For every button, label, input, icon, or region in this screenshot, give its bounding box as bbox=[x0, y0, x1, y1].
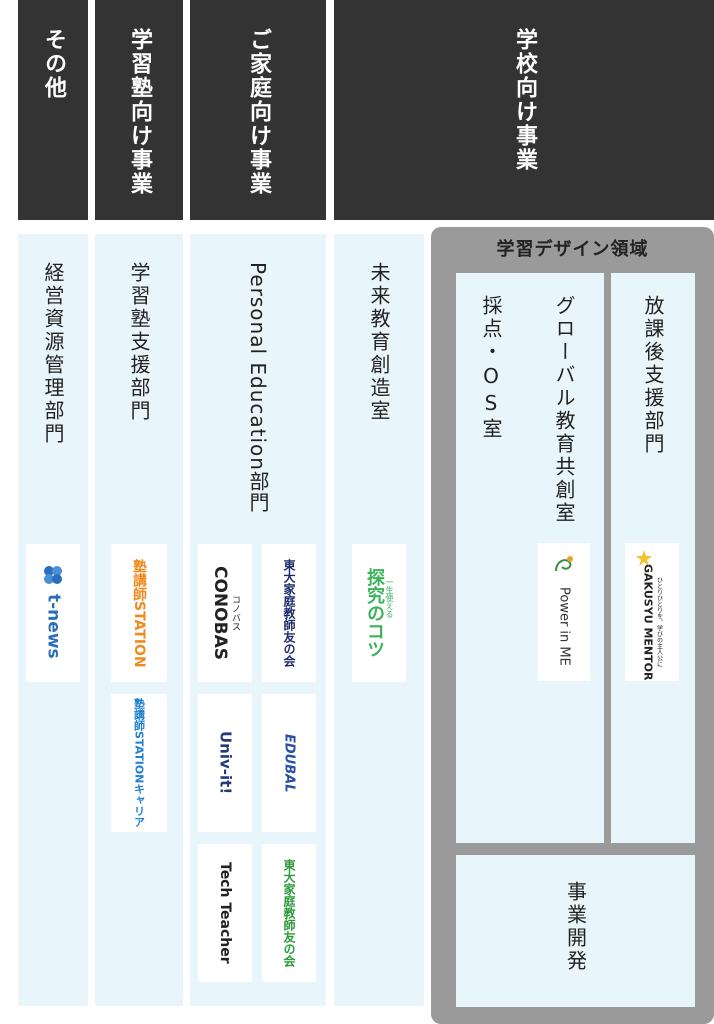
gakusyu-mentor-star-icon bbox=[636, 550, 652, 566]
header-school: 学校向け事業 bbox=[334, 0, 714, 220]
header-cram-label: 学習塾向け事業 bbox=[127, 28, 152, 196]
header-school-label: 学校向け事業 bbox=[512, 28, 537, 172]
logo-juku-station-career: 塾講師STATIONキャリア bbox=[111, 694, 167, 832]
tnews-clover-icon bbox=[44, 566, 62, 584]
tankyu-small-text: 一生使える bbox=[385, 578, 394, 618]
dept-business-dev-label: 事業開発 bbox=[563, 881, 588, 973]
dept-scoring-os-label: 採点・OS室 bbox=[479, 295, 503, 441]
dept-global-education-label: グローバル教育共創室 bbox=[552, 295, 576, 525]
dept-cram-support: 学習塾支援部門 bbox=[95, 262, 183, 423]
header-cram: 学習塾向け事業 bbox=[95, 0, 183, 220]
dept-business-dev: 事業開発 bbox=[456, 881, 695, 973]
logo-edubal: EDUBAL bbox=[262, 694, 316, 832]
dept-future-education-label: 未来教育創造室 bbox=[367, 262, 391, 423]
edubal-text: EDUBAL bbox=[281, 733, 297, 793]
univ-it-text: Univ-it! bbox=[216, 731, 235, 795]
dept-global-education: グローバル教育共創室 bbox=[524, 295, 604, 525]
logo-power-in-me: Power in ME bbox=[538, 543, 590, 681]
column-global-education: グローバル教育共創室 Power in ME bbox=[524, 273, 604, 843]
column-cram-support: 学習塾支援部門 塾講師STATION 塾講師STATIONキャリア bbox=[95, 234, 183, 1006]
logo-todai-tutor: 東大家庭教師友の会 bbox=[262, 544, 316, 682]
logo-gakusyu-mentor: GAKUSYU MENTOR ひとりひとりを、学びの主人公に bbox=[625, 543, 679, 681]
group-learning-design: 学習デザイン領域 採点・OS室 グローバル教育共創室 Power in ME 放… bbox=[431, 227, 714, 1024]
column-after-school: 放課後支援部門 GAKUSYU MENTOR ひとりひとりを、学びの主人公に bbox=[611, 273, 695, 843]
todai-tutor-text: 東大家庭教師友の会 bbox=[282, 559, 296, 667]
power-in-me-swirl-icon bbox=[555, 556, 573, 572]
header-other: その他 bbox=[18, 0, 88, 220]
column-scoring-os: 採点・OS室 bbox=[456, 273, 526, 843]
conobas-sub-text: コノバス bbox=[230, 595, 240, 631]
dept-after-school-label: 放課後支援部門 bbox=[641, 295, 665, 456]
column-business-dev: 事業開発 bbox=[456, 855, 695, 1007]
tankyu-text: 探究のコツ bbox=[364, 568, 385, 658]
logo-juku-station: 塾講師STATION bbox=[111, 544, 167, 682]
column-future-education: 未来教育創造室 探究のコツ 一生使える bbox=[334, 234, 424, 1006]
logo-conobas: CONOBAS コノバス bbox=[198, 544, 252, 682]
dept-management-label: 経営資源管理部門 bbox=[41, 262, 65, 446]
logo-tech-teacher: Tech Teacher bbox=[198, 844, 252, 982]
conobas-text: CONOBAS bbox=[210, 566, 230, 660]
todai-online-text: 東大家庭教師友の会 bbox=[282, 859, 296, 967]
dept-personal-education: Personal Education部門 bbox=[190, 262, 326, 513]
dept-management: 経営資源管理部門 bbox=[18, 262, 88, 446]
header-other-label: その他 bbox=[41, 28, 66, 100]
header-family: ご家庭向け事業 bbox=[190, 0, 326, 220]
gakusyu-mentor-small-text: ひとりひとりを、学びの主人公に bbox=[655, 577, 663, 667]
dept-future-education: 未来教育創造室 bbox=[334, 262, 424, 423]
dept-personal-education-label: Personal Education部門 bbox=[246, 262, 270, 513]
tech-teacher-text: Tech Teacher bbox=[217, 862, 233, 964]
group-learning-design-title: 学習デザイン領域 bbox=[496, 239, 649, 260]
column-management: 経営資源管理部門 t-news bbox=[18, 234, 88, 1006]
dept-after-school: 放課後支援部門 bbox=[611, 295, 695, 456]
dept-cram-support-label: 学習塾支援部門 bbox=[127, 262, 151, 423]
tnews-text: t-news bbox=[43, 593, 64, 659]
juku-station-career-text: 塾講師STATIONキャリア bbox=[132, 698, 146, 828]
header-family-label: ご家庭向け事業 bbox=[246, 28, 271, 196]
logo-univ-it: Univ-it! bbox=[198, 694, 252, 832]
logo-todai-online: 東大家庭教師友の会 bbox=[262, 844, 316, 982]
logo-tankyu: 探究のコツ 一生使える bbox=[352, 544, 406, 682]
dept-scoring-os: 採点・OS室 bbox=[456, 295, 526, 441]
power-in-me-text: Power in ME bbox=[556, 586, 572, 666]
gakusyu-mentor-text: GAKUSYU MENTOR bbox=[641, 563, 655, 681]
column-personal-education: Personal Education部門 東大家庭教師友の会 EDUBAL 東大… bbox=[190, 234, 326, 1006]
juku-station-text: 塾講師STATION bbox=[131, 558, 147, 668]
logo-tnews: t-news bbox=[26, 544, 80, 682]
